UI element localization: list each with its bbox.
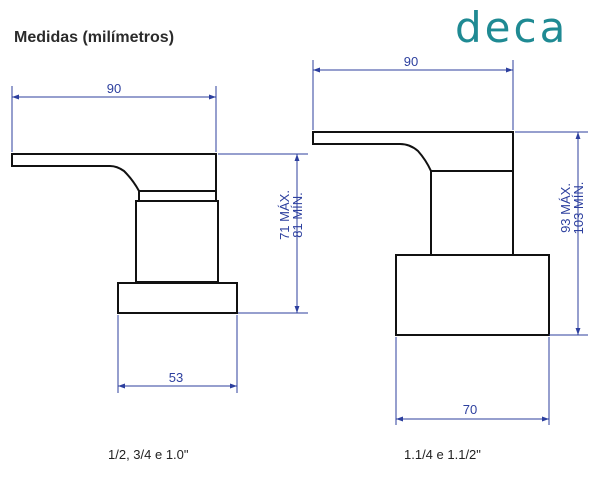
right-lever [312, 131, 514, 172]
left-height-min-label: 81 MÍN. [290, 192, 305, 238]
left-neck [138, 190, 217, 202]
left-dimensions [11, 86, 308, 393]
left-base [117, 282, 238, 314]
right-valve-drawing [312, 131, 550, 336]
left-width-label: 90 [107, 81, 121, 96]
right-caption: 1.1/4 e 1.1/2" [404, 447, 481, 462]
right-dimensions [312, 60, 588, 425]
left-lever [11, 153, 217, 192]
deca-logo: deca [455, 3, 569, 52]
left-height-max-label: 71 MÁX. [277, 190, 292, 240]
right-base [395, 254, 550, 336]
page-title: Medidas (milímetros) [14, 29, 175, 46]
left-base-label: 53 [169, 370, 183, 385]
right-height-max-label: 93 MÁX. [558, 183, 573, 233]
left-valve-drawing [11, 153, 238, 314]
left-body [135, 200, 219, 283]
right-body [430, 170, 514, 256]
right-height-min-label: 103 MÍN. [571, 182, 586, 235]
right-base-label: 70 [463, 402, 477, 417]
left-caption: 1/2, 3/4 e 1.0" [108, 447, 189, 462]
right-width-label: 90 [404, 54, 418, 69]
